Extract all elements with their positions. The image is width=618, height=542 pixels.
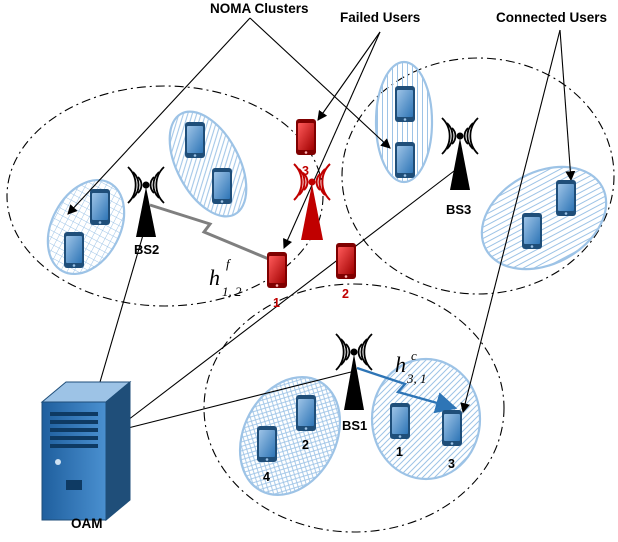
bs2-diag-user-top	[185, 122, 205, 158]
bs3-tower	[441, 117, 479, 190]
bs1-diagonal-cluster	[370, 357, 482, 481]
bs2-diag-user-bottom	[212, 168, 232, 204]
bs2-tower	[127, 166, 165, 237]
backhaul-links	[99, 167, 459, 429]
failed-channel-subscript: 1, 2	[222, 284, 242, 299]
bs1-crosshatch-cluster	[238, 376, 342, 496]
connected-users-label: Connected Users	[496, 10, 607, 25]
bs1-user-4-device	[257, 426, 277, 462]
bs1-user-1-device	[390, 403, 410, 439]
noma-arrow-bs2	[67, 17, 251, 215]
oam-bs3-link	[127, 167, 459, 421]
bs2-diagonal-cluster	[168, 110, 248, 218]
bs2-grid-user-top	[90, 189, 110, 225]
failed-channel-symbol: h	[209, 265, 220, 290]
bs2-cell-boundary	[6, 85, 324, 307]
connected-channel-label: h c 3, 1	[395, 348, 427, 386]
bs1-user-3-device	[442, 410, 462, 446]
bs1-user-4-number: 4	[263, 470, 270, 484]
connected-arrow-bs3	[559, 29, 576, 182]
bs3-horizontal-user-left	[522, 213, 542, 249]
bs2-grid-user-bottom	[64, 232, 84, 268]
bs1-user-2-number: 2	[302, 438, 309, 452]
failed-user-2-device	[336, 243, 356, 279]
bs3-cell-boundary	[341, 57, 615, 295]
connected-channel-superscript: c	[411, 348, 417, 363]
failed-channel-label: h f 1, 2	[209, 256, 242, 299]
failed-channel-link	[149, 203, 277, 264]
connected-arrow-bs1	[460, 29, 561, 414]
bs1-user-1-number: 1	[396, 445, 403, 459]
bs3-label: BS3	[446, 202, 471, 217]
connected-channel-symbol: h	[395, 352, 406, 377]
bs1-cell-boundary	[203, 283, 505, 533]
noma-clusters-label: NOMA Clusters	[210, 1, 309, 16]
failed-user-1-number: 1	[273, 296, 280, 310]
bs3-vertical-user-bottom	[395, 142, 415, 178]
bs3-vertical-user-top	[395, 86, 415, 122]
failed-channel-superscript: f	[226, 256, 232, 271]
failed-bs-tower	[293, 163, 331, 240]
cell-boundaries	[6, 57, 615, 533]
bs2-grid-cluster	[46, 178, 126, 276]
failed-arrow-3	[317, 31, 381, 121]
bs3-vertical-cluster	[374, 60, 434, 184]
bs1-user-2-device	[296, 395, 316, 431]
failed-user-2-number: 2	[342, 287, 349, 301]
failed-users-label: Failed Users	[340, 10, 420, 25]
bs1-tower	[335, 333, 373, 410]
bs3-horizontal-user-right	[556, 180, 576, 216]
noma-arrow-bs3	[249, 17, 391, 149]
bs2-label: BS2	[134, 242, 159, 257]
oam-server-icon	[40, 380, 132, 522]
bs1-label: BS1	[342, 418, 367, 433]
bs1-user-3-number: 3	[448, 457, 455, 471]
oam-bs1-link	[127, 371, 352, 429]
failed-arrow-1	[283, 31, 381, 250]
oam-label: OAM	[71, 516, 103, 531]
connected-channel-subscript: 3, 1	[406, 371, 427, 386]
failed-user-3-device	[296, 119, 316, 155]
label-arrows	[67, 17, 576, 414]
connected-channel-link	[356, 366, 458, 414]
failed-user-3-number: 3	[302, 164, 309, 178]
failed-user-1-device	[267, 252, 287, 288]
oam-bs2-link	[99, 234, 144, 383]
user-number-labels: 3 1 2 1 2 3 4	[263, 164, 455, 484]
